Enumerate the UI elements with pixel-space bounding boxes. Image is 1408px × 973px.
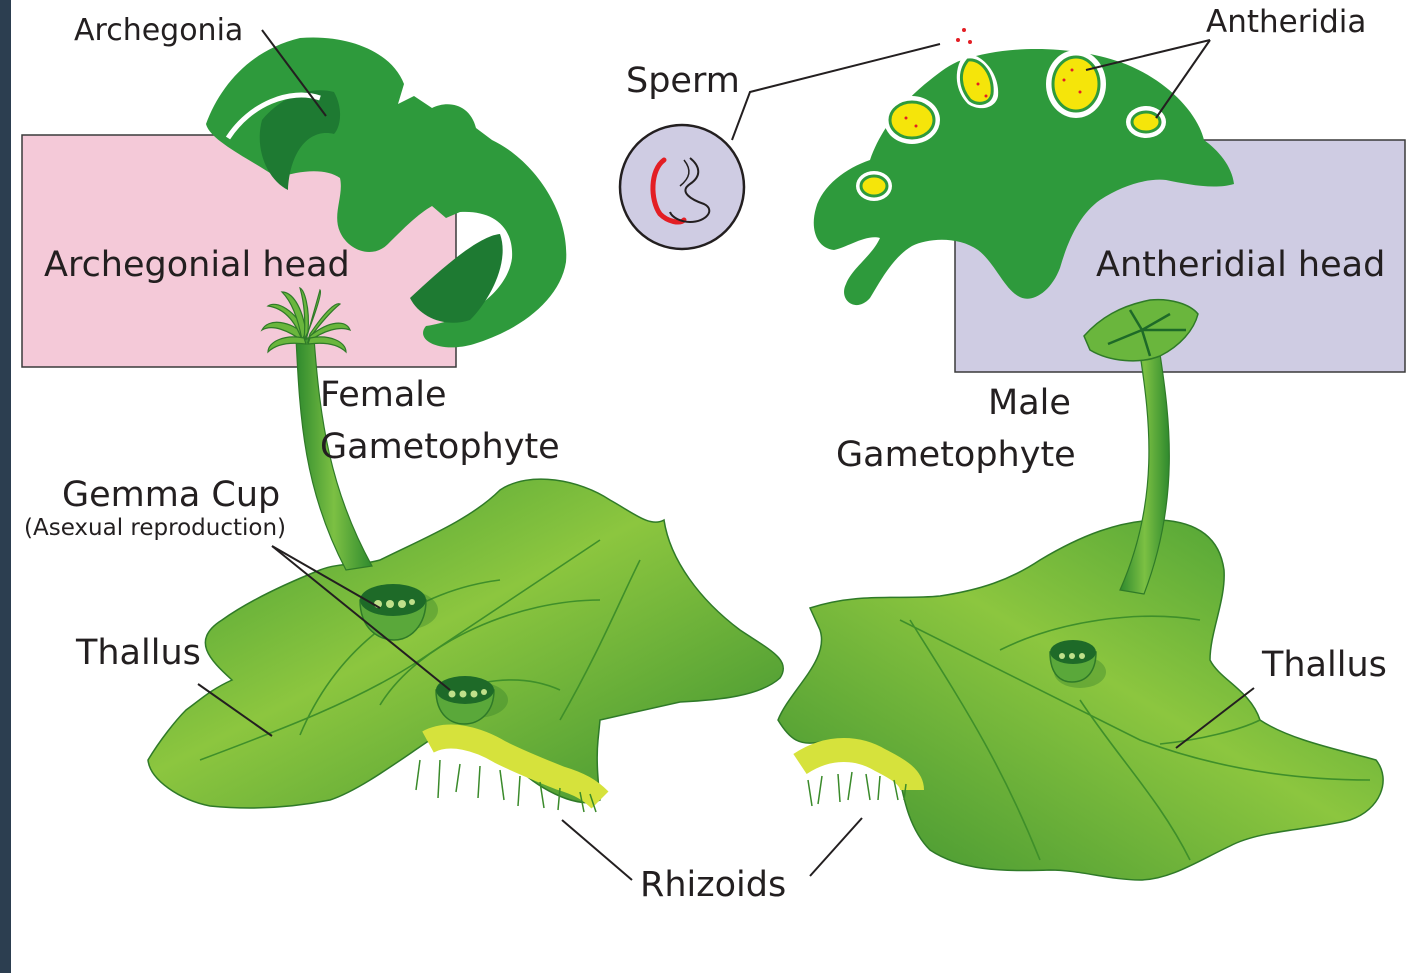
label-archegonia: Archegonia: [74, 13, 243, 48]
label-gemma-cup-note: (Asexual reproduction): [24, 515, 286, 541]
label-gemma-cup: Gemma Cup: [62, 475, 280, 515]
label-thallus-left: Thallus: [75, 633, 201, 673]
sperm-circle: [620, 125, 744, 249]
antheridium: [1046, 50, 1106, 118]
label-antheridial-head: Antheridial head: [1096, 245, 1385, 285]
label-female-line2: Gametophyte: [320, 427, 560, 467]
label-antheridia: Antheridia: [1206, 4, 1366, 40]
label-male-line1: Male: [988, 383, 1071, 423]
label-male-line2: Gametophyte: [836, 435, 1076, 475]
male-thallus: [778, 520, 1383, 880]
label-female-line1: Female: [320, 375, 447, 415]
label-sperm: Sperm: [626, 61, 740, 101]
label-rhizoids: Rhizoids: [640, 865, 786, 905]
label-archegonial-head: Archegonial head: [44, 245, 350, 285]
label-thallus-right: Thallus: [1261, 645, 1387, 685]
antheridium: [884, 96, 940, 144]
antheridium: [856, 171, 892, 201]
frame-edge: [0, 0, 11, 973]
